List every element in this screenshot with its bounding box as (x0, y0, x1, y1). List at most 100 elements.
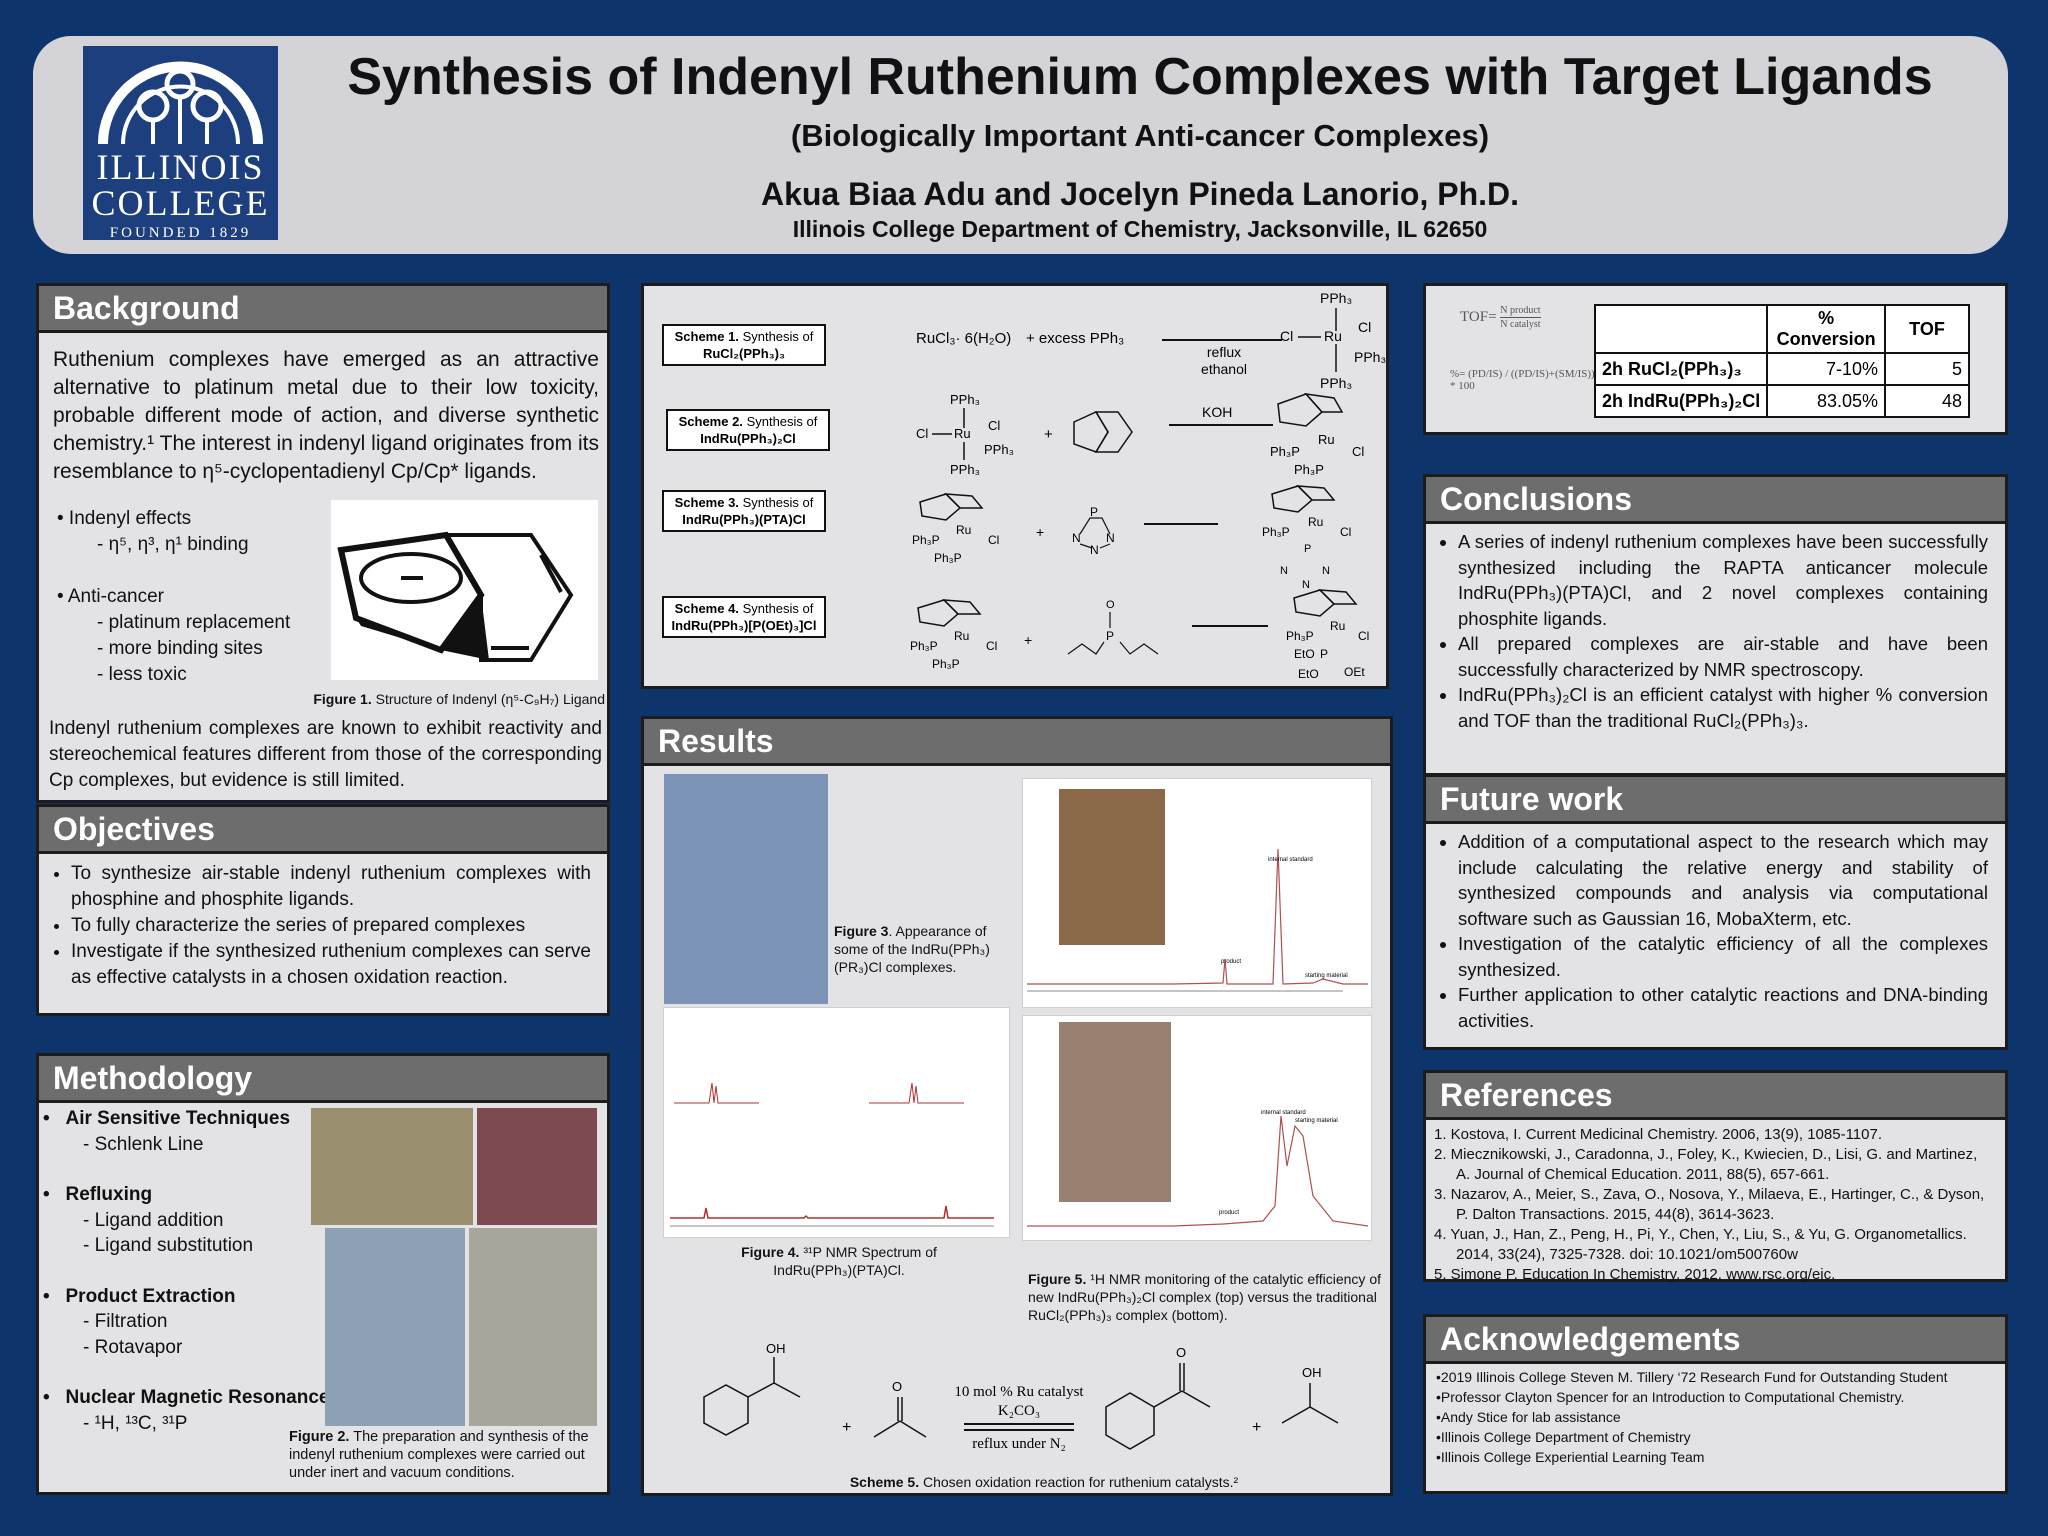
figure-2-text: The preparation and synthesis of the ind… (289, 1429, 589, 1481)
lab-photo-rotavapor (469, 1228, 597, 1426)
bullet-anticancer: • Anti-cancer (57, 586, 164, 607)
svg-text:P: P (1106, 629, 1114, 643)
tof-table: % Conversion TOF 2h RuCl₂(PPh₃)₃ 7-10% 5… (1593, 304, 1970, 418)
acetophenone-structure: O (1105, 1345, 1211, 1450)
isopropanol-structure: OH (1281, 1365, 1339, 1424)
tof-row-tof: 48 (1884, 384, 1970, 418)
objectives-panel: Objectives To synthesize air-stable inde… (36, 804, 610, 1016)
scheme-5-label: Scheme 5. (849, 1474, 920, 1490)
method-nuclei: - ¹H, ¹³C, ³¹P (83, 1412, 188, 1434)
figure-4-label: Figure 4. (741, 1244, 800, 1260)
nmr-bottom-label-starting: starting material (1295, 1118, 1338, 1124)
pta-ligand-icon: P N N N (1072, 505, 1115, 557)
references-heading: References (1426, 1073, 2005, 1120)
h1-nmr-bottom-plot: internal standard starting material prod… (1027, 1110, 1369, 1227)
scheme-1-reagent: + excess PPh₃ (1026, 330, 1125, 347)
svg-text:Cl: Cl (986, 639, 997, 653)
references-panel: References 1. Kostova, I. Current Medici… (1423, 1070, 2008, 1283)
acknowledgements-list: •2019 Illinois College Steven M. Tillery… (1434, 1367, 1994, 1467)
header-banner (33, 36, 2008, 254)
figure-1-label: Figure 1. (313, 691, 372, 707)
tof-panel: TOF= N product N catalyst %= (PD/IS) / (… (1423, 283, 2008, 435)
figure-2-caption: Figure 2. The preparation and synthesis … (289, 1428, 603, 1482)
nmr-top-label-internal: internal standard (1268, 857, 1313, 863)
svg-text:Ph₃P: Ph₃P (1286, 629, 1314, 643)
acetone-structure: O (873, 1379, 927, 1438)
tof-header-cell (1593, 304, 1769, 354)
background-bullets: • Indenyl effects - η⁵, η³, η¹ binding •… (57, 506, 290, 688)
scheme-2-plus: + (1044, 426, 1053, 443)
reference-item: 3. Nazarov, A., Meier, S., Zava, O., Nos… (1434, 1186, 1985, 1223)
svg-text:P: P (1090, 505, 1098, 519)
method-rotavapor: - Rotavapor (83, 1336, 183, 1358)
ack-item: •Andy Stice for lab assistance (1436, 1409, 1621, 1425)
conclusions-panel: Conclusions A series of indenyl rutheniu… (1423, 474, 2008, 776)
figure-3-text: . Appearance of some of the IndRu(PPh₃)(… (834, 923, 990, 975)
future-item: Investigation of the catalytic efficienc… (1458, 931, 1988, 982)
college-logo: ILLINOIS COLLEGE FOUNDED 1829 (83, 46, 278, 241)
logo-line-2: COLLEGE (91, 183, 270, 223)
svg-text:Cl: Cl (988, 418, 1000, 433)
svg-text:Ph₃P: Ph₃P (934, 551, 962, 565)
scheme-3-plus: + (1036, 524, 1045, 540)
svg-text:PPh₃: PPh₃ (1320, 375, 1352, 391)
methodology-heading: Methodology (39, 1056, 607, 1103)
background-heading: Background (39, 286, 607, 333)
svg-text:Cl: Cl (1358, 319, 1371, 335)
tof-row-conversion: 83.05% (1766, 384, 1886, 418)
figure-5-text: ¹H NMR monitoring of the catalytic effic… (1028, 1271, 1381, 1323)
objectives-list: To synthesize air-stable indenyl rutheni… (51, 861, 591, 991)
svg-text:Ph₃P: Ph₃P (1270, 444, 1300, 459)
method-refluxing: • Refluxing (43, 1184, 153, 1205)
svg-text:Ru: Ru (956, 523, 971, 537)
svg-text:Cl: Cl (916, 426, 928, 441)
bullet-binding-sites: - more binding sites (97, 638, 263, 659)
svg-text:O: O (1176, 1345, 1186, 1360)
tof-table-row: 2h IndRu(PPh₃)₂Cl 83.05% 48 (1593, 384, 1970, 418)
tof-formula: TOF= N product N catalyst (1460, 305, 1541, 330)
conclusions-list: A series of indenyl ruthenium complexes … (1438, 529, 1988, 733)
indenyl-structure-icon (337, 531, 574, 662)
p31-nmr-spectrum (663, 1007, 1010, 1238)
bullet-indenyl-effects: • Indenyl effects (57, 508, 192, 529)
svg-text:Ph₃P: Ph₃P (932, 657, 960, 671)
p31-nmr-plot (670, 1082, 994, 1227)
bullet-binding: - η⁵, η³, η¹ binding (97, 534, 249, 555)
background-intro: Ruthenium complexes have emerged as an a… (53, 348, 599, 483)
figure-3-caption: Figure 3. Appearance of some of the IndR… (834, 922, 994, 976)
h1-nmr-top-spectrum: internal standard product starting mater… (1022, 778, 1372, 1008)
conclusion-item: IndRu(PPh₃)₂Cl is an efficient catalyst … (1458, 682, 1988, 733)
scheme-2-arrow (1169, 424, 1273, 426)
objective-item: Investigate if the synthesized ruthenium… (71, 939, 591, 991)
reference-item: 5. Simone P. Education In Chemistry. 201… (1434, 1266, 1836, 1283)
ack-item: •Illinois College Experiential Learning … (1436, 1449, 1705, 1465)
method-ligand-substitution: - Ligand substitution (83, 1235, 254, 1256)
figure-4-caption: Figure 4. ³¹P NMR Spectrum of IndRu(PPh₃… (704, 1243, 974, 1279)
svg-text:PPh₃: PPh₃ (1354, 349, 1386, 365)
reference-item: 2. Miecznikowski, J., Caradonna, J., Fol… (1434, 1146, 1978, 1183)
svg-text:O: O (1106, 599, 1115, 611)
conclusions-heading: Conclusions (1426, 477, 2005, 524)
conclusion-item: All prepared complexes are air-stable an… (1458, 631, 1988, 682)
nmr-bottom-label-product: product (1219, 1210, 1239, 1216)
svg-text:EtO: EtO (1294, 647, 1315, 661)
reaction-tube-photo-bottom (1059, 1022, 1171, 1202)
scheme-5-plus-1: + (842, 1419, 852, 1436)
svg-text:Cl: Cl (1340, 525, 1351, 539)
lab-photo-flask (477, 1108, 597, 1225)
scheme-4-product-structure: Ru Ph₃P Cl EtO P EtO OEt (1286, 589, 1369, 681)
reference-item: 1. Kostova, I. Current Medicinal Chemist… (1434, 1126, 1883, 1143)
indenyl-structure-figure (331, 500, 598, 680)
method-air-sensitive: • Air Sensitive Techniques (43, 1108, 291, 1129)
tof-row-label: 2h IndRu(PPh₃)₂Cl (1593, 384, 1769, 418)
conclusion-item: A series of indenyl ruthenium complexes … (1458, 529, 1988, 631)
svg-text:PPh₃: PPh₃ (1320, 290, 1352, 306)
scheme-2-condition: KOH (1202, 404, 1233, 420)
figure-2-label: Figure 2. (289, 1429, 350, 1445)
scheme-5-plus-2: + (1252, 1419, 1262, 1436)
phenylethanol-structure: OH (703, 1341, 801, 1436)
